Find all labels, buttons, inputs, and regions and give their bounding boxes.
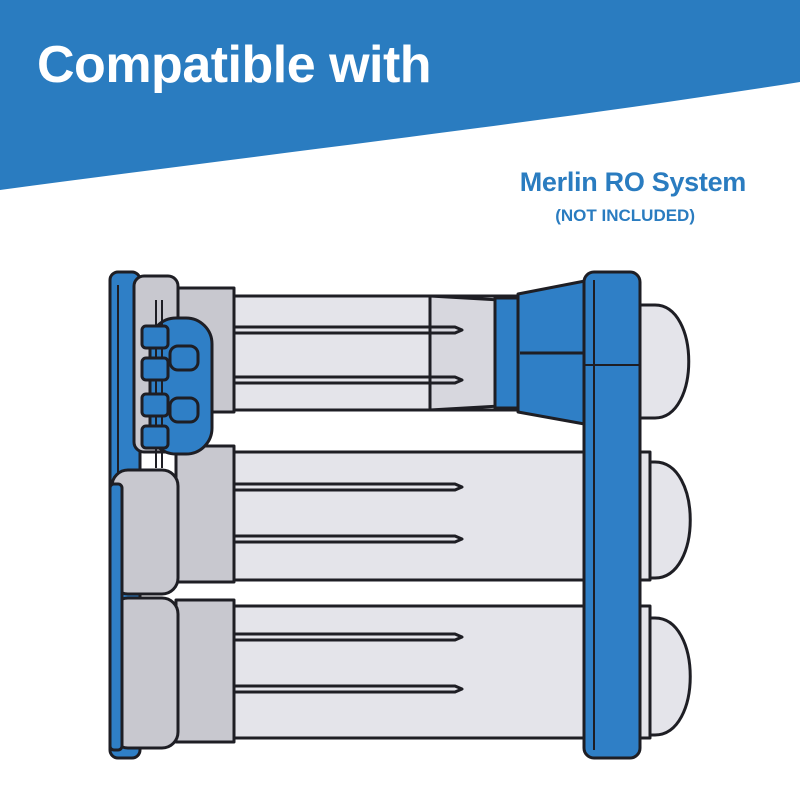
canister-groove xyxy=(232,534,464,544)
canister-groove xyxy=(232,482,464,492)
valve-nut xyxy=(168,344,200,372)
filter-canister-middle xyxy=(174,444,692,584)
canister-taper xyxy=(428,294,502,412)
end-cap-dome xyxy=(628,303,691,420)
canister-collar xyxy=(174,444,236,584)
left-manifold xyxy=(108,270,214,760)
valve-port xyxy=(140,392,170,418)
valve-port xyxy=(140,356,170,382)
filter-canister-top xyxy=(174,278,691,427)
banner-curve xyxy=(0,0,800,190)
canister-groove xyxy=(232,375,464,385)
canister-collar xyxy=(174,598,236,744)
right-bracket xyxy=(582,270,642,760)
canister-tube xyxy=(228,604,652,740)
valve-port xyxy=(140,424,170,450)
header-banner xyxy=(0,0,800,190)
valve-port xyxy=(140,324,170,350)
canister-groove xyxy=(232,684,464,694)
not-included-note: (NOT INCLUDED) xyxy=(555,206,695,225)
manifold-blue-strip xyxy=(108,482,124,752)
valve-nut xyxy=(168,396,200,424)
canister-groove xyxy=(232,325,464,335)
canister-groove xyxy=(232,632,464,642)
banner-headline: Compatible with xyxy=(37,36,432,94)
product-name: Merlin RO System xyxy=(519,167,747,197)
filter-canister-bottom xyxy=(174,598,692,744)
bracket-plate xyxy=(582,270,642,760)
